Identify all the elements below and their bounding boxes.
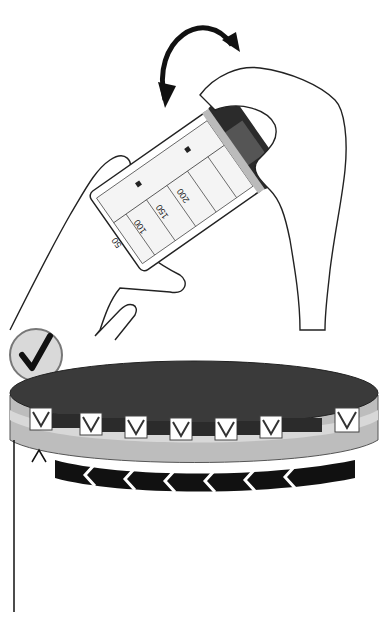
direction-band xyxy=(55,460,355,492)
leader-line xyxy=(14,440,46,612)
cap-closeup xyxy=(10,361,378,463)
right-hand xyxy=(200,67,346,330)
container xyxy=(87,92,288,274)
